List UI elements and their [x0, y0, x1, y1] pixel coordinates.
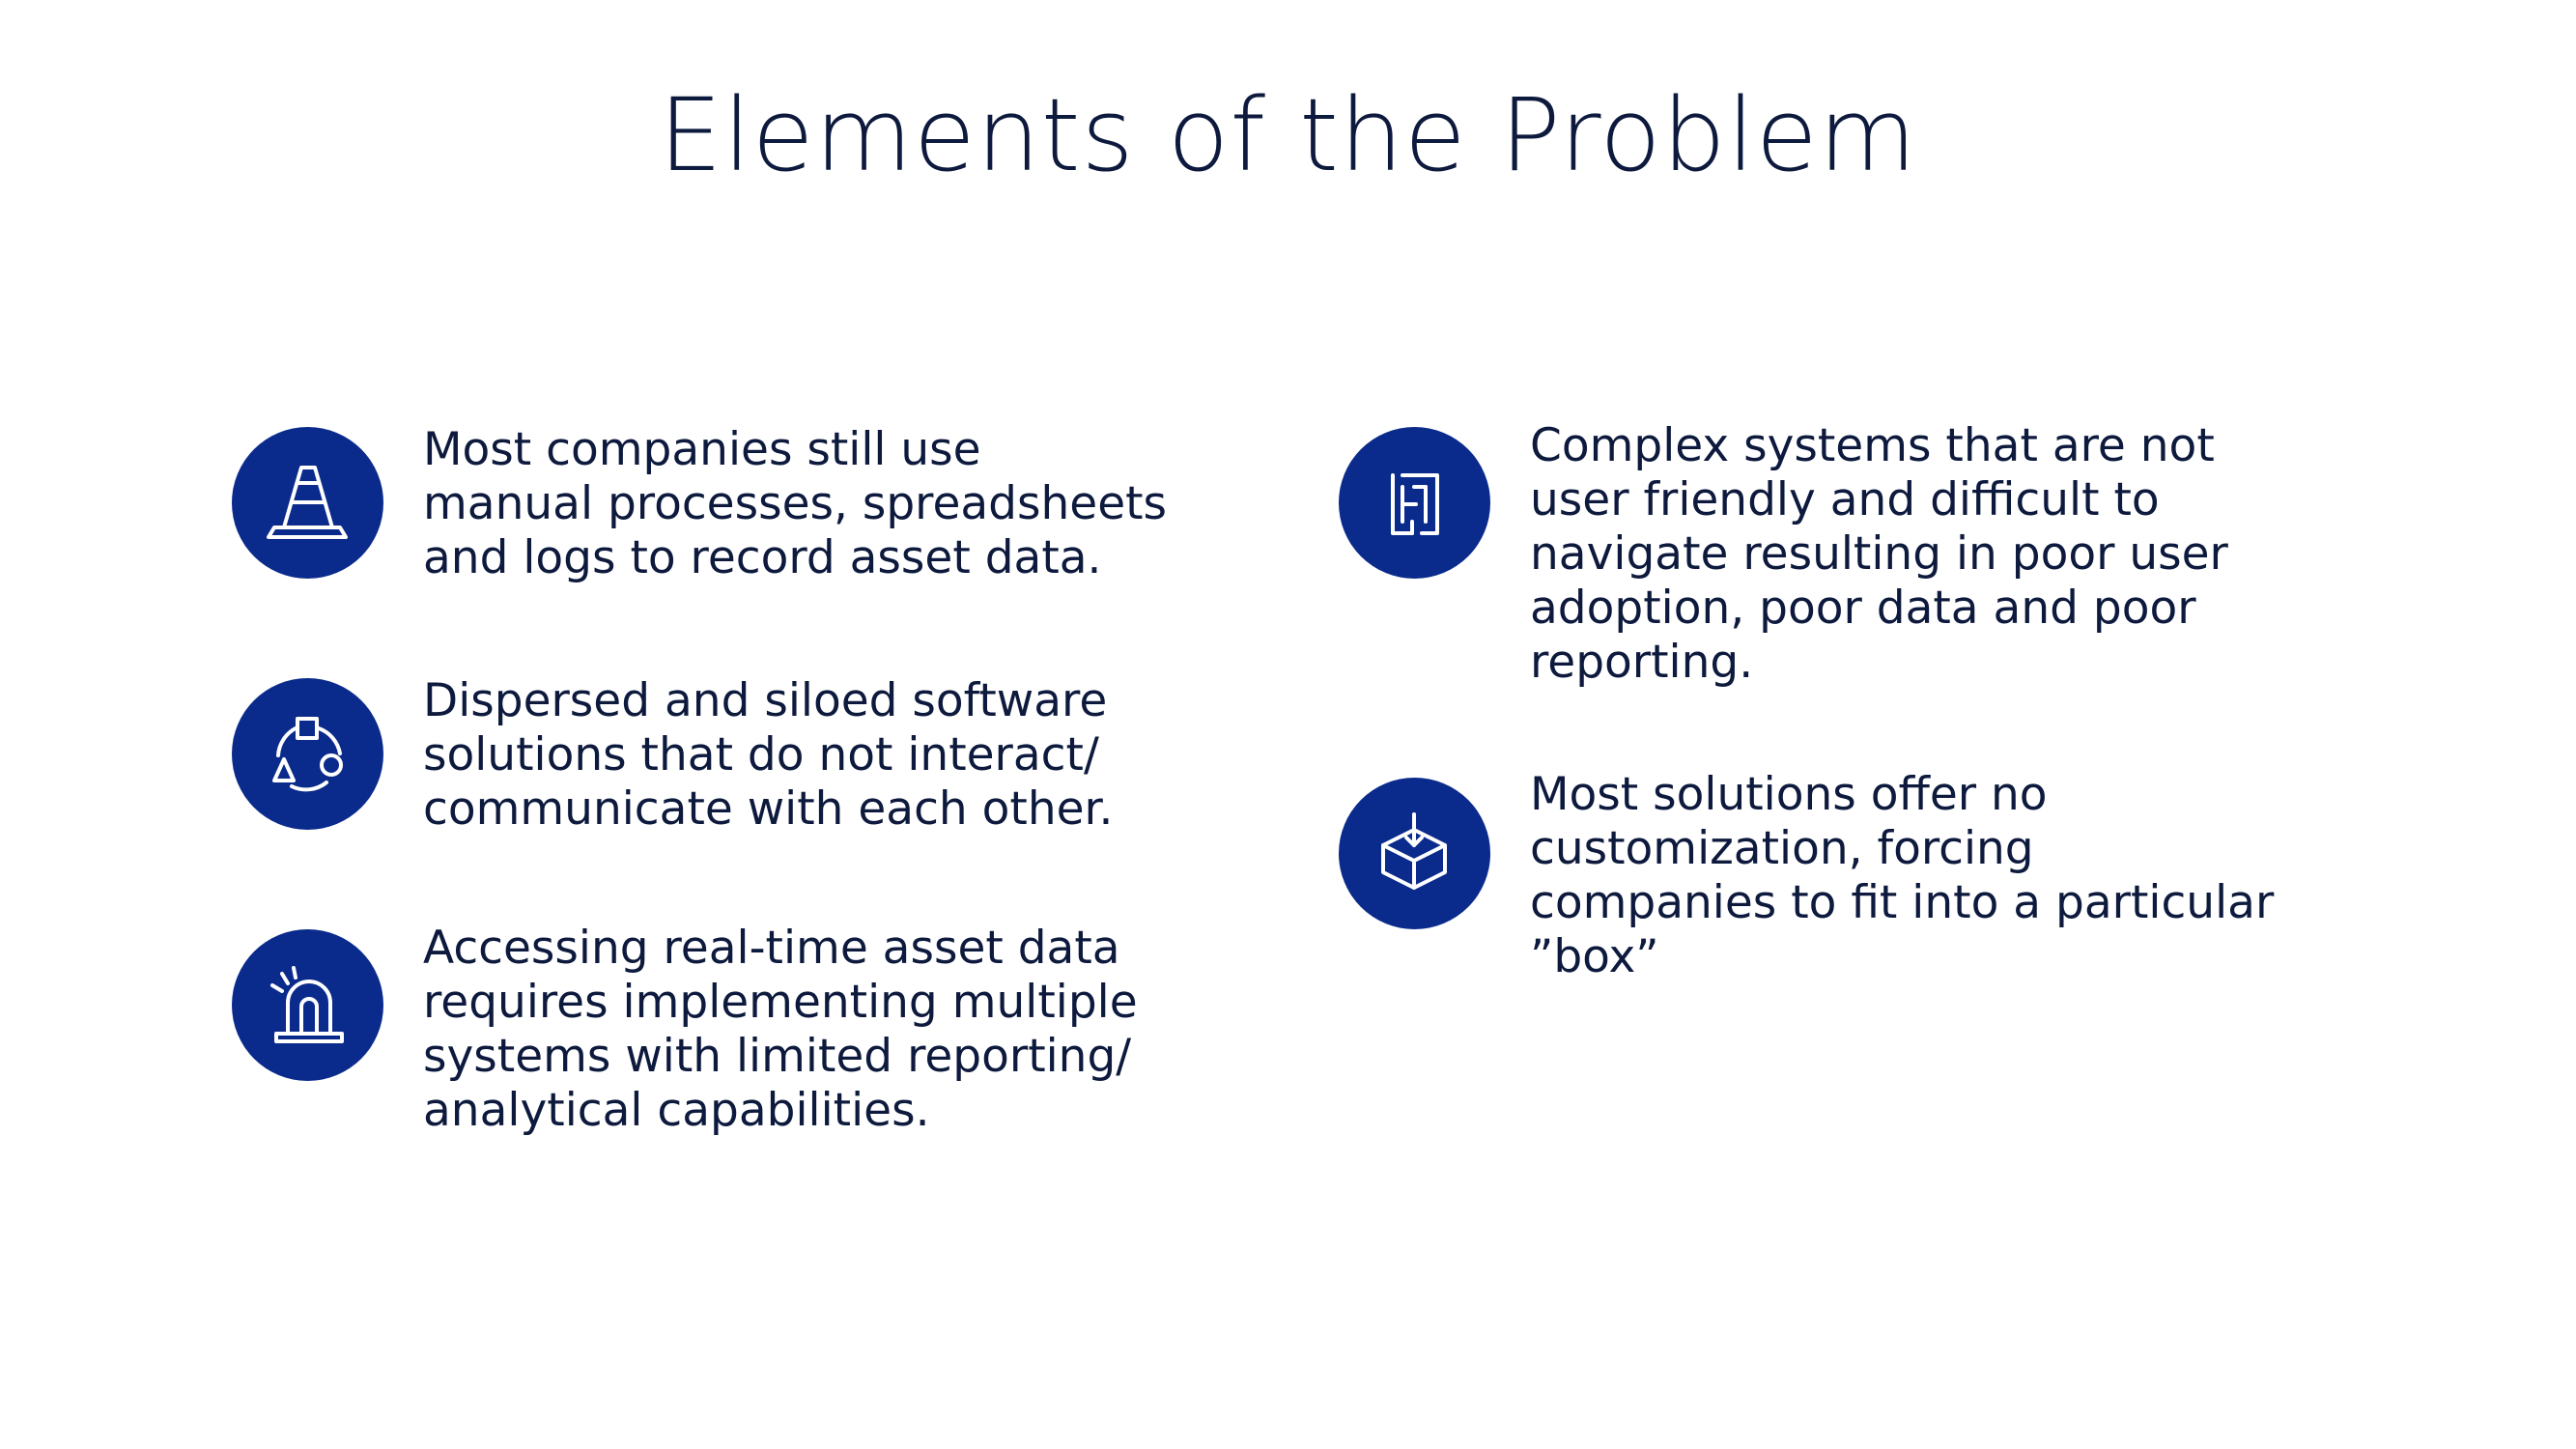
item-text: Most companies still use manual processe…: [423, 423, 1168, 584]
item-text: Most solutions offer no customization, f…: [1530, 768, 2275, 983]
connected-shapes-icon: [232, 678, 383, 830]
maze-icon: [1339, 427, 1490, 579]
traffic-cone-icon: [232, 427, 383, 579]
item-text: Accessing real-time asset data requires …: [423, 922, 1138, 1137]
box-download-icon: [1339, 778, 1490, 929]
item-text: Complex systems that are not user friend…: [1530, 419, 2228, 689]
slide-title: Elements of the Problem: [658, 76, 1918, 194]
item-text: Dispersed and siloed software solutions …: [423, 674, 1114, 836]
alarm-siren-icon: [232, 929, 383, 1081]
